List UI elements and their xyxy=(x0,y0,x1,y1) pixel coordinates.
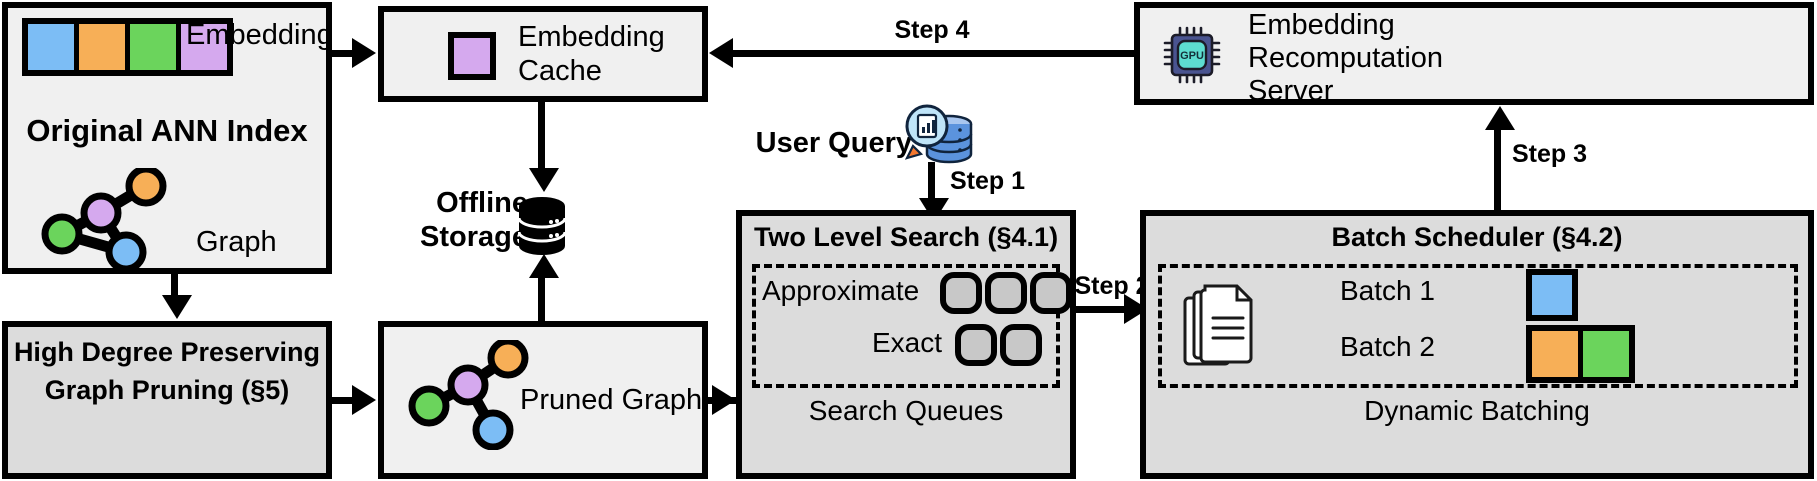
search-queue-tile-approx-1[interactable] xyxy=(940,272,982,314)
arrow-cache-to-storage-line xyxy=(538,102,545,174)
search-queue-tile-approx-3[interactable] xyxy=(1030,272,1072,314)
search-queues-footer: Search Queues xyxy=(808,395,1004,426)
search-queue-tile-approx-2[interactable] xyxy=(985,272,1027,314)
recomputation-server-line2: Recomputation xyxy=(1248,42,1444,74)
embedding-swatch-purple xyxy=(181,24,227,70)
step1-label: Step 1 xyxy=(950,167,1026,195)
embedding-cache-title-line1: Embedding xyxy=(518,21,665,53)
pruned-graph-label: Pruned Graph xyxy=(520,383,703,416)
original-ann-index-title: Original ANN Index xyxy=(26,113,308,148)
original-index-graph-icon xyxy=(41,168,167,268)
database-cylinder-icon xyxy=(518,197,566,255)
step3-label: Step 3 xyxy=(1512,140,1588,168)
documents-icon xyxy=(1183,284,1253,366)
arrow-pruning-to-prunedgraph-head xyxy=(352,385,376,415)
batch-2-swatch-green xyxy=(1583,331,1629,377)
offline-storage-label-line1: Offline xyxy=(436,187,528,219)
user-query-label: User Query xyxy=(755,127,912,159)
batch-2-swatch-orange xyxy=(1532,331,1578,377)
batch-1-label: Batch 1 xyxy=(1340,275,1435,306)
graph-label: Graph xyxy=(196,226,277,258)
arrow-step4-head xyxy=(709,38,733,68)
offline-storage-label-line2: Storage xyxy=(420,221,528,253)
graph-pruning-box xyxy=(2,321,332,479)
arrow-step3-line xyxy=(1494,128,1501,210)
embedding-swatch-strip xyxy=(22,18,233,76)
embedding-swatch-blue xyxy=(28,24,74,70)
embedding-cache-box xyxy=(378,6,708,102)
recomputation-server-line1: Embedding xyxy=(1248,9,1395,41)
search-row-approximate-label: Approximate xyxy=(762,275,920,306)
search-queue-tile-exact-1[interactable] xyxy=(955,324,997,366)
arrow-step4-line xyxy=(733,50,1134,57)
embedding-cache-title-line2: Cache xyxy=(518,55,602,87)
arrow-pruning-to-prunedgraph-line xyxy=(332,397,362,404)
dynamic-batching-panel xyxy=(1158,264,1798,388)
two-level-search-title: Two Level Search (§4.1) xyxy=(753,222,1059,252)
batch-2-label: Batch 2 xyxy=(1340,331,1435,362)
step4-label: Step 4 xyxy=(894,16,970,44)
gpu-icon-label: GPU xyxy=(1180,50,1204,62)
arrow-index-to-pruning-line xyxy=(171,274,178,300)
search-queues-panel xyxy=(752,264,1060,388)
recomputation-server-line3: Server xyxy=(1248,75,1334,107)
search-queue-tile-exact-2[interactable] xyxy=(1000,324,1042,366)
arrow-index-to-pruning-head xyxy=(162,295,192,319)
arrow-step2-line xyxy=(1076,306,1142,313)
search-database-icon xyxy=(905,104,973,164)
embedding-cache-swatch xyxy=(448,32,496,80)
arrow-step3-head xyxy=(1485,106,1515,130)
graph-pruning-line2: Graph Pruning (§5) xyxy=(44,375,290,405)
arrow-prunedgraph-to-storage-line xyxy=(538,276,545,322)
batch-scheduler-title: Batch Scheduler (§4.2) xyxy=(1331,222,1623,252)
two-level-search-box xyxy=(736,210,1076,479)
graph-pruning-line1: High Degree Preserving xyxy=(13,337,321,367)
recomputation-server-box xyxy=(1134,2,1814,105)
gpu-chip-icon: GPU xyxy=(1163,26,1221,84)
pruned-graph-icon xyxy=(408,340,529,450)
embedding-swatch-green xyxy=(130,24,176,70)
search-row-exact-label: Exact xyxy=(871,327,942,358)
arrow-prunedgraph-to-search-head xyxy=(712,385,736,415)
arrow-cache-to-storage-head xyxy=(529,168,559,192)
batch-1-swatch-blue xyxy=(1526,269,1578,321)
dynamic-batching-footer: Dynamic Batching xyxy=(1364,395,1590,426)
arrow-step1-line xyxy=(928,162,935,204)
arrow-prunedgraph-to-storage-head xyxy=(529,254,559,278)
arrow-index-to-cache-head xyxy=(352,38,376,68)
batch-2-swatch-strip xyxy=(1526,325,1635,383)
embedding-swatch-orange xyxy=(79,24,125,70)
arrow-index-to-cache-line xyxy=(332,50,362,57)
embedding-label: Embedding xyxy=(186,19,333,51)
